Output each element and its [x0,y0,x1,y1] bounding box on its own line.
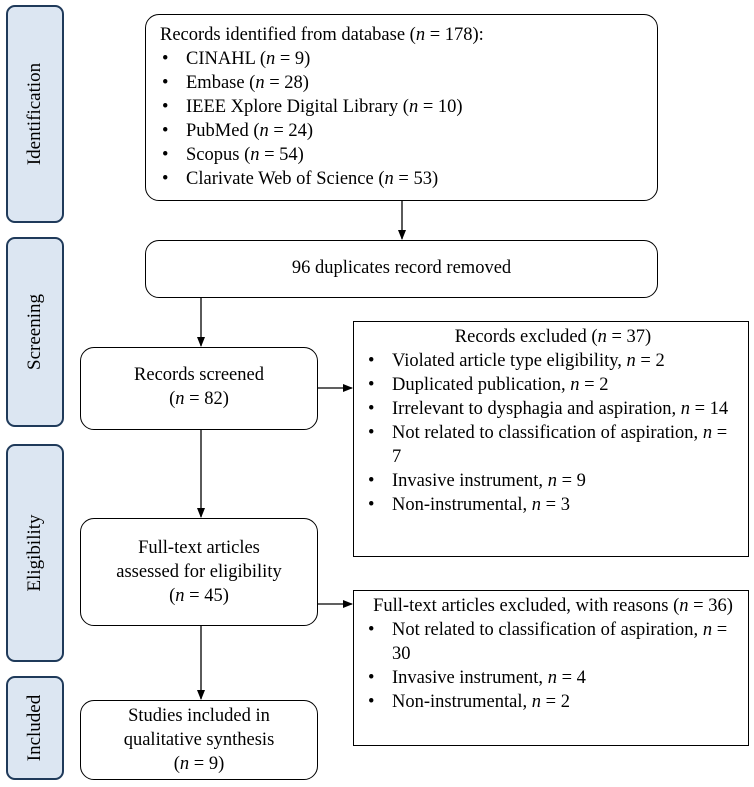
fulltext-assessed-count: (n = 45) [169,586,229,606]
exclusion-reason: Not related to classification of aspirat… [366,421,740,469]
database-source-item: Scopus (n = 54) [160,143,645,167]
phase-screening: Screening [6,237,64,427]
database-source-item: PubMed (n = 24) [160,119,645,143]
exclusion-reason: Irrelevant to dysphagia and aspiration, … [366,397,740,421]
studies-included-line1: Studies included in [128,706,270,726]
exclusion-reason: Invasive instrument, n = 9 [366,469,740,493]
fulltext-assessed-line1: Full-text articles [138,538,260,558]
exclusion-reason: Duplicated publication, n = 2 [366,373,740,397]
exclusion-reason: Not related to classification of aspirat… [366,618,740,666]
fulltext-excluded-box: Full-text articles excluded, with reason… [353,590,749,746]
studies-included-count: (n = 9) [173,754,225,774]
exclusion-reason: Violated article type eligibility, n = 2 [366,349,740,373]
records-screened-label: Records screened [134,365,264,385]
fulltext-assessed-box: Full-text articles assessed for eligibil… [80,518,318,626]
records-excluded-title: Records excluded (n = 37) [454,327,652,347]
studies-included-line2: qualitative synthesis [123,730,275,750]
records-identified-box: Records identified from database (n = 17… [145,14,658,201]
studies-included-box: Studies included in qualitative synthesi… [80,700,318,780]
records-identified-title: Records identified from database (n = 17… [160,25,484,45]
phase-identification: Identification [6,5,64,223]
fulltext-excluded-title: Full-text articles excluded, with reason… [373,596,733,616]
duplicates-removed-box: 96 duplicates record removed [145,240,658,298]
exclusion-reason: Non-instrumental, n = 3 [366,493,740,517]
exclusion-reason: Invasive instrument, n = 4 [366,666,740,690]
records-screened-count: (n = 82) [169,389,229,409]
database-source-item: IEEE Xplore Digital Library (n = 10) [160,95,645,119]
fulltext-assessed-line2: assessed for eligibility [116,562,282,582]
records-excluded-list: Violated article type eligibility, n = 2… [366,349,740,517]
records-screened-box: Records screened (n = 82) [80,347,318,430]
exclusion-reason: Non-instrumental, n = 2 [366,690,740,714]
database-source-list: CINAHL (n = 9) Embase (n = 28) IEEE Xplo… [160,47,645,191]
duplicates-removed-text: 96 duplicates record removed [291,258,512,278]
fulltext-excluded-list: Not related to classification of aspirat… [366,618,740,714]
phase-eligibility: Eligibility [6,444,64,662]
database-source-item: CINAHL (n = 9) [160,47,645,71]
phase-included: Included [6,676,64,780]
database-source-item: Clarivate Web of Science (n = 53) [160,167,645,191]
database-source-item: Embase (n = 28) [160,71,645,95]
records-excluded-box: Records excluded (n = 37) Violated artic… [353,321,749,557]
